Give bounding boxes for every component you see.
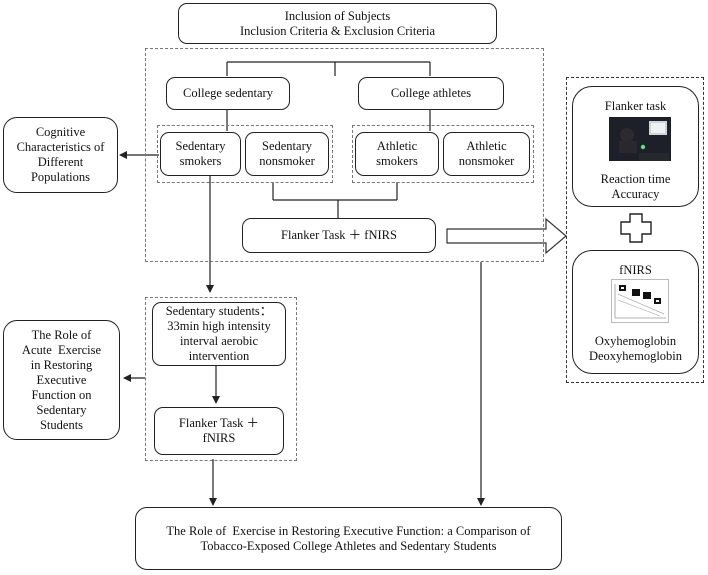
intervention-line3: interval aerobic bbox=[179, 334, 259, 348]
flanker-fnirs-2-line1: Flanker Task ＋ bbox=[178, 416, 260, 430]
role-line5: Function on bbox=[31, 387, 92, 402]
intervention-line2: 33min high intensity bbox=[167, 319, 271, 333]
inclusion-criteria: Inclusion Criteria & Exclusion Criteria bbox=[239, 23, 436, 38]
cognitive-line1: Cognitive bbox=[35, 125, 86, 139]
conclusion-line2: Tobacco-Exposed College Athletes and Sed… bbox=[200, 538, 497, 553]
fnirs-panel-title: fNIRS bbox=[619, 263, 652, 277]
sedentary-nonsmoker-line2: nonsmoker bbox=[259, 154, 315, 168]
fnirs-panel-metric1: Oxyhemoglobin bbox=[594, 334, 677, 348]
athletic-smokers-box: Athletic smokers bbox=[355, 132, 439, 176]
role-line4: Executive bbox=[36, 372, 87, 387]
inclusion-box: Inclusion of Subjects Inclusion Criteria… bbox=[178, 3, 497, 44]
role-line1: The Role of bbox=[31, 327, 92, 342]
cognitive-line2: Characteristics of bbox=[16, 140, 105, 154]
athletic-nonsmoker-line2: nonsmoker bbox=[458, 154, 515, 168]
intervention-line4: intervention bbox=[188, 349, 250, 363]
sedentary-smokers-line1: Sedentary bbox=[175, 139, 226, 153]
intervention-box: Sedentary students： 33min high intensity… bbox=[152, 302, 286, 366]
fnirs-panel-metric2: Deoxyhemoglobin bbox=[588, 349, 683, 363]
hollow-arrow bbox=[446, 217, 567, 255]
cognitive-line4: Populations bbox=[30, 170, 91, 184]
fnirs-graphic bbox=[614, 284, 666, 319]
role-acute-exercise-box: The Role of Acute Exercise in Restoring … bbox=[3, 320, 120, 440]
sedentary-dashed-group bbox=[157, 125, 333, 183]
intervention-dashed-group bbox=[145, 297, 297, 461]
role-line6: Sedentary bbox=[36, 402, 87, 417]
flanker-fnirs-box-2: Flanker Task ＋ fNIRS bbox=[154, 407, 284, 455]
inclusion-title: Inclusion of Subjects bbox=[284, 8, 391, 23]
flanker-photo-graphic bbox=[609, 117, 671, 161]
athletic-smokers-line2: smokers bbox=[376, 154, 418, 168]
flanker-panel-metric2: Accuracy bbox=[611, 187, 660, 201]
college-athletes-label: College athletes bbox=[390, 86, 472, 100]
flanker-fnirs-box: Flanker Task ＋ fNIRS bbox=[242, 218, 436, 253]
athletic-smokers-line1: Athletic bbox=[376, 139, 418, 153]
athletic-nonsmoker-line1: Athletic bbox=[466, 139, 507, 153]
plus-icon bbox=[620, 213, 652, 243]
role-line3: in Restoring bbox=[30, 357, 93, 372]
athletes-dashed-group bbox=[352, 125, 534, 183]
sedentary-nonsmoker-line1: Sedentary bbox=[262, 139, 312, 153]
college-athletes-box: College athletes bbox=[358, 77, 504, 110]
sedentary-smokers-line2: smokers bbox=[179, 154, 222, 168]
role-line7: Students bbox=[39, 417, 84, 432]
athletic-nonsmoker-box: Athletic nonsmoker bbox=[443, 132, 530, 176]
sedentary-nonsmoker-box: Sedentary nonsmoker bbox=[245, 132, 329, 176]
sedentary-smokers-box: Sedentary smokers bbox=[160, 132, 241, 176]
role-line2: Acute Exercise bbox=[21, 342, 102, 357]
cognitive-characteristics-box: Cognitive Characteristics of Different P… bbox=[3, 117, 118, 193]
college-sedentary-label: College sedentary bbox=[183, 86, 273, 100]
conclusion-line1: The Role of Exercise in Restoring Execut… bbox=[166, 523, 531, 538]
flanker-task-photo bbox=[609, 117, 671, 161]
flanker-fnirs-label: Flanker Task ＋ fNIRS bbox=[281, 228, 397, 242]
conclusion-box: The Role of Exercise in Restoring Execut… bbox=[135, 507, 562, 570]
population-dashed-group bbox=[145, 48, 544, 262]
flanker-panel-metric1: Reaction time bbox=[600, 172, 671, 186]
fnirs-signal-image bbox=[611, 279, 669, 323]
college-sedentary-box: College sedentary bbox=[166, 77, 290, 110]
flanker-panel-title: Flanker task bbox=[604, 99, 667, 113]
intervention-line1: Sedentary students： bbox=[165, 304, 273, 318]
flanker-fnirs-2-line2: fNIRS bbox=[202, 431, 236, 445]
cognitive-line3: Different bbox=[37, 155, 84, 169]
outcome-dashed-panel bbox=[566, 77, 704, 383]
